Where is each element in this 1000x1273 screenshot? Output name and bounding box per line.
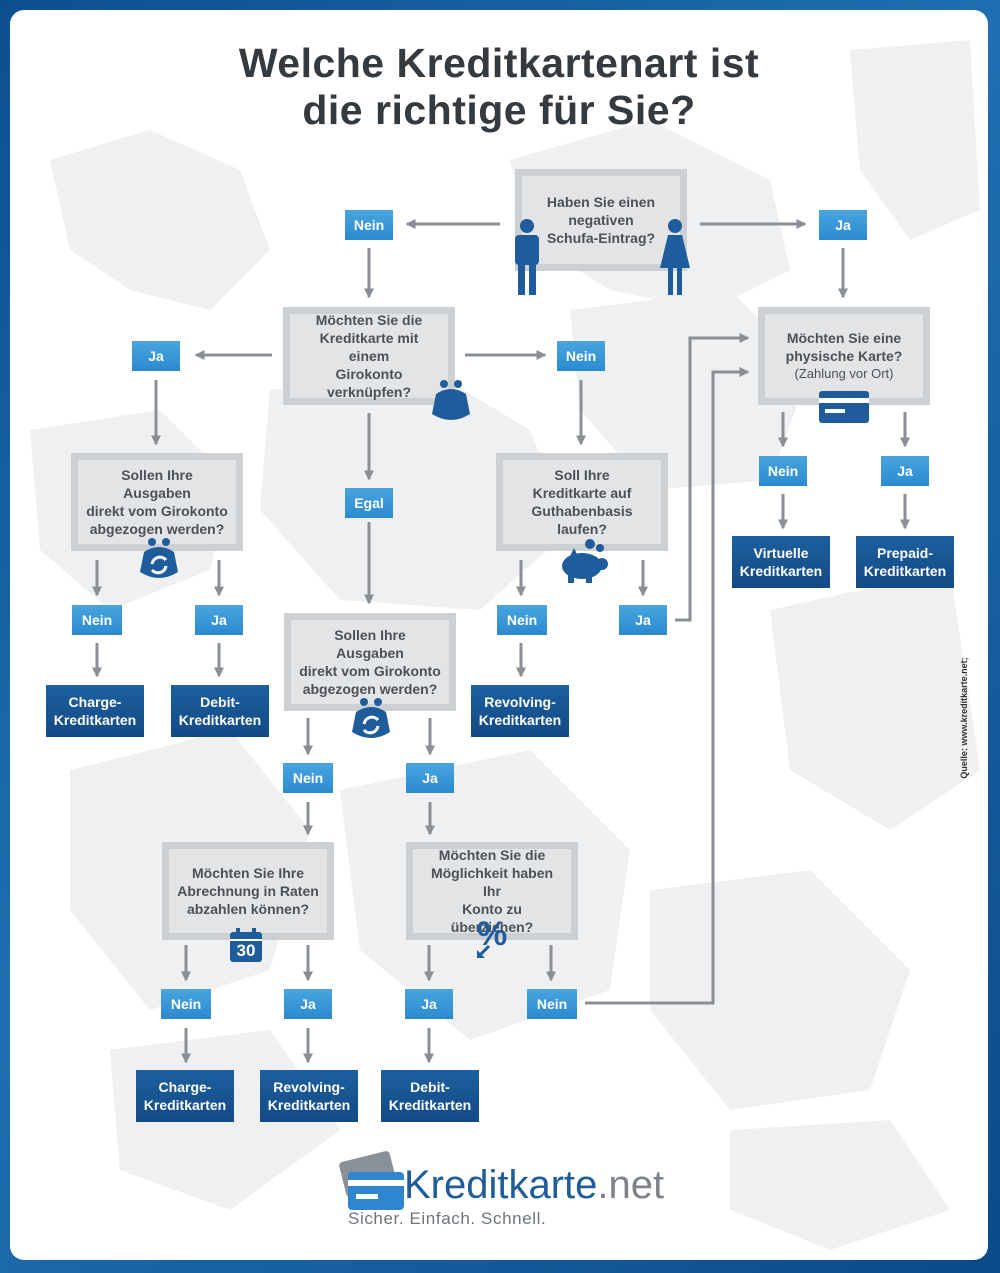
result-text: Debit- (410, 1079, 450, 1095)
result-virtual-card[interactable]: Virtuelle Kreditkarten (732, 536, 830, 588)
purse-icon (432, 380, 470, 420)
answer-either[interactable]: Egal (345, 488, 393, 518)
question-physical-card: Möchten Sie eine physische Karte? (Zahlu… (758, 307, 930, 405)
answer-yes-girokonto[interactable]: Ja (132, 341, 180, 371)
result-text: Kreditkarten (388, 1097, 472, 1113)
logo-name: Kreditkarte (404, 1163, 598, 1207)
question-deduct-center: Sollen Ihre Ausgaben direkt vom Girokont… (284, 613, 456, 711)
man-icon (515, 219, 539, 295)
question-text: Kreditkarte mit einem (319, 330, 419, 364)
question-overdraft: Möchten Sie die Möglichkeit haben Ihr Ko… (406, 842, 578, 940)
question-schufa: Haben Sie einen negativen Schufa-Eintrag… (515, 169, 687, 271)
result-debit-card-bottom[interactable]: Debit- Kreditkarten (381, 1070, 479, 1122)
result-text: Kreditkarten (53, 712, 137, 728)
question-text: Möchten Sie die (315, 312, 423, 328)
result-text: Kreditkarten (478, 712, 562, 728)
logo-ext: .net (597, 1163, 665, 1207)
page-title-line-2: die richtige für Sie? (302, 87, 696, 133)
question-text: abgezogen werden? (302, 681, 438, 697)
result-text: Charge- (158, 1079, 212, 1095)
purse-refresh-icon (140, 538, 178, 578)
question-text: Möchten Sie eine (786, 330, 902, 346)
answer-no-deduct-left[interactable]: Nein (72, 605, 122, 635)
result-text: Revolving- (484, 694, 556, 710)
question-text: direkt vom Girokonto (299, 663, 441, 679)
flow-arrows (92, 219, 910, 1064)
question-text: Haben Sie einen (546, 194, 656, 210)
question-text: Girokonto verknüpfen? (326, 366, 411, 400)
question-text: negativen (568, 212, 634, 228)
answer-no-deduct-center[interactable]: Nein (283, 763, 333, 793)
question-text: Abrechnung in Raten (177, 883, 319, 899)
question-girokonto-link: Möchten Sie die Kreditkarte mit einem Gi… (283, 307, 455, 405)
result-text: Kreditkarten (267, 1097, 351, 1113)
percent-down-icon: % (473, 914, 513, 962)
woman-icon (660, 219, 690, 295)
answer-yes-installments[interactable]: Ja (284, 989, 332, 1019)
answer-no-schufa[interactable]: Nein (345, 210, 393, 240)
logo-wordmark[interactable]: Kreditkarte.net (404, 1160, 664, 1210)
question-text: Möglichkeit haben Ihr (430, 865, 554, 899)
logo-cards-icon (339, 1151, 404, 1210)
infographic-card: Welche Kreditkartenart ist die richtige … (10, 10, 988, 1260)
question-credit-base: Soll Ihre Kreditkarte auf Guthabenbasis … (496, 453, 668, 551)
result-revolving-card-right[interactable]: Revolving- Kreditkarten (471, 685, 569, 737)
answer-yes-schufa[interactable]: Ja (819, 210, 867, 240)
result-text: Revolving- (273, 1079, 345, 1095)
question-text: Guthabenbasis laufen? (531, 503, 633, 537)
answer-yes-deduct-center[interactable]: Ja (406, 763, 454, 793)
question-text: Sollen Ihre Ausgaben (121, 467, 193, 501)
result-text: Kreditkarten (143, 1097, 227, 1113)
question-text: Schufa-Eintrag? (546, 230, 656, 246)
answer-no-overdraft[interactable]: Nein (527, 989, 577, 1019)
result-revolving-card-bottom[interactable]: Revolving- Kreditkarten (260, 1070, 358, 1122)
answer-yes-deduct-left[interactable]: Ja (195, 605, 243, 635)
result-charge-card-left[interactable]: Charge- Kreditkarten (46, 685, 144, 737)
question-text: Möchten Sie die (438, 847, 546, 863)
piggy-bank-icon (562, 539, 608, 583)
question-text: Sollen Ihre Ausgaben (334, 627, 406, 661)
question-text: abzahlen können? (186, 901, 310, 917)
answer-no-physical[interactable]: Nein (759, 456, 807, 486)
answer-yes-physical[interactable]: Ja (881, 456, 929, 486)
question-text: abgezogen werden? (89, 521, 225, 537)
result-text: Kreditkarten (739, 563, 823, 579)
answer-yes-overdraft[interactable]: Ja (405, 989, 453, 1019)
answer-no-girokonto[interactable]: Nein (557, 341, 605, 371)
answer-yes-credit-base[interactable]: Ja (619, 605, 667, 635)
result-text: Charge- (68, 694, 122, 710)
answer-no-installments[interactable]: Nein (161, 989, 211, 1019)
credit-card-icon (819, 391, 869, 423)
percent-sign: % (477, 915, 508, 953)
result-text: Kreditkarten (863, 563, 947, 579)
result-text: Debit- (200, 694, 240, 710)
result-text: Virtuelle (753, 545, 809, 561)
result-charge-card-bottom[interactable]: Charge- Kreditkarten (136, 1070, 234, 1122)
result-text: Prepaid- (876, 545, 933, 561)
result-prepaid-card[interactable]: Prepaid- Kreditkarten (856, 536, 954, 588)
question-text: direkt vom Girokonto (86, 503, 228, 519)
logo-slogan: Sicher. Einfach. Schnell. (348, 1209, 547, 1228)
calendar-icon: 30 (230, 928, 262, 962)
result-text: Kreditkarten (178, 712, 262, 728)
calendar-day: 30 (236, 941, 256, 960)
source-note: Quelle: www.kreditkarte.net; (959, 657, 969, 779)
purse-refresh-icon (352, 698, 390, 738)
result-debit-card-left[interactable]: Debit- Kreditkarten (171, 685, 269, 737)
question-text: Kreditkarte auf (532, 485, 632, 501)
question-subtext: (Zahlung vor Ort) (794, 366, 894, 381)
question-text: Möchten Sie Ihre (191, 865, 305, 881)
question-text: Soll Ihre (554, 467, 610, 483)
answer-no-credit-base[interactable]: Nein (497, 605, 547, 635)
question-text: Konto zu überziehen? (450, 901, 534, 935)
page-title-line-1: Welche Kreditkartenart ist (238, 40, 760, 86)
question-text: physische Karte? (785, 348, 903, 364)
question-installments: Möchten Sie Ihre Abrechnung in Raten abz… (162, 842, 334, 940)
